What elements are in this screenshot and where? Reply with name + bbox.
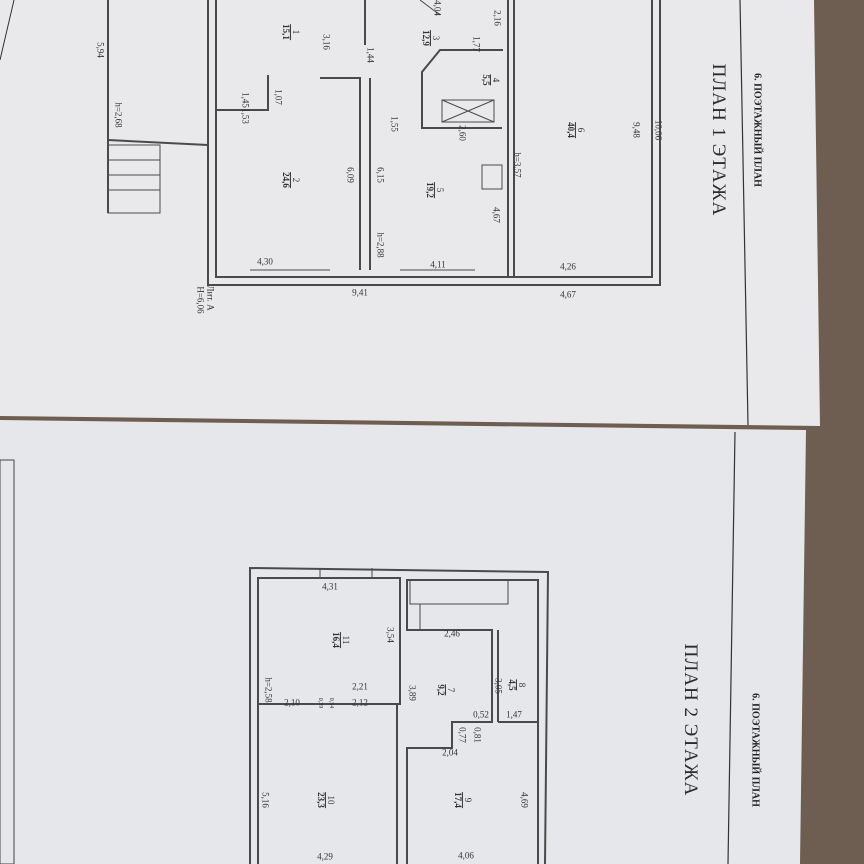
dimension-label: 0,54: [328, 697, 334, 709]
dimension-label: 2,16: [492, 10, 503, 26]
room-area: 19,2: [424, 182, 435, 198]
room-number: 3: [429, 30, 441, 46]
dimension-label: 4,29: [317, 851, 333, 862]
dimension-label: 0,77: [457, 727, 468, 743]
dimension-label: 10,06: [653, 119, 664, 141]
page-edge-line: [0, 0, 15, 61]
room-area: 9,2: [435, 684, 446, 696]
dimension-label: 2,60: [457, 125, 468, 141]
dimension-label: 3,89: [407, 685, 418, 701]
section-header: 6. ПОЭТАЖНЫЙ ПЛАН: [749, 693, 761, 807]
dimension-label: 9,48: [631, 122, 642, 138]
dimension-label: 4,69: [519, 792, 530, 808]
dimension-label: 2,21: [352, 681, 368, 692]
room-number: 5: [433, 182, 445, 198]
dimension-label: 1,55: [389, 116, 400, 132]
dimension-label: 4,06: [458, 850, 474, 861]
section-header: 6. ПОЭТАЖНЫЙ ПЛАН: [751, 73, 763, 187]
page-margin-line: [727, 431, 736, 864]
plan-1-title: ПЛАН 1 ЭТАЖА: [708, 63, 729, 217]
room-area: 40,4: [565, 122, 576, 138]
dimension-label: 2,46: [444, 628, 460, 639]
room-number: 4: [489, 74, 501, 86]
height-label: h=2,88: [375, 232, 386, 258]
dimension-label: 3,05: [493, 678, 504, 694]
dimension-label: 1,53: [240, 108, 251, 124]
room-area: 16,4: [330, 632, 341, 648]
floor-plan-2: [249, 566, 550, 864]
dimension-label: 4,04: [432, 0, 443, 16]
dimension-label: 1,45: [240, 92, 251, 108]
plan-2-title: ПЛАН 2 ЭТАЖА: [680, 643, 701, 797]
room-area: 4,5: [506, 679, 517, 691]
dimension-label: 0,39: [317, 697, 323, 709]
room-number: 11: [339, 632, 351, 648]
dimension-label: 0,52: [473, 709, 489, 720]
room-area: 15,1: [280, 24, 291, 40]
page-margin-line: [739, 0, 749, 426]
dimension-label: 9,41: [352, 287, 368, 298]
dimension-label: 1,77: [471, 36, 482, 52]
dimension-label: 4,30: [257, 256, 273, 267]
room-number: 8: [515, 679, 527, 691]
dimension-label: 1,47: [506, 709, 522, 720]
dimension-label: 6,15: [375, 167, 386, 183]
room-number: 6: [574, 122, 586, 138]
height-label: h=2,58: [263, 677, 274, 703]
dimension-label: 5,16: [260, 792, 271, 808]
building-height-label: H=6,06: [195, 286, 206, 314]
dimension-label: 2,04: [442, 747, 458, 758]
room-number: 2: [289, 172, 301, 188]
lit-label: Лит. А: [205, 285, 216, 311]
height-label: h=3,57: [512, 152, 523, 178]
room-area: 24,6: [280, 172, 291, 188]
dimension-label: 5,94: [95, 42, 106, 58]
dimension-label: 3,16: [321, 34, 332, 50]
room-area: 23,3: [315, 792, 326, 808]
dimension-label: 6,09: [345, 167, 356, 183]
dimension-label: 0,81: [472, 727, 483, 743]
room-area: 12,9: [420, 30, 431, 46]
room-number: 10: [324, 792, 336, 808]
dimension-label: 4,67: [560, 289, 576, 300]
dimension-label: 1,07: [273, 89, 284, 105]
room-number: 7: [444, 684, 456, 696]
height-label: h=2,68: [113, 102, 124, 128]
room-area: 5,5: [480, 74, 491, 86]
lower-page: [0, 420, 806, 864]
page-frame: [0, 459, 15, 864]
room-number: 9: [461, 792, 473, 808]
dimension-label: 3,54: [385, 627, 396, 643]
room-area: 17,4: [452, 792, 463, 808]
dimension-label: 2,12: [352, 697, 368, 708]
dimension-label: 4,26: [560, 261, 576, 272]
dimension-label: 2,10: [284, 697, 300, 708]
room-number: 1: [289, 24, 301, 40]
dimension-label: 1,44: [365, 47, 376, 63]
upper-page: [0, 0, 820, 426]
floor-plan-1: [107, 0, 661, 286]
dimension-label: 4,31: [322, 581, 338, 592]
dimension-label: 4,67: [491, 207, 502, 223]
dimension-label: 4,11: [430, 259, 446, 270]
